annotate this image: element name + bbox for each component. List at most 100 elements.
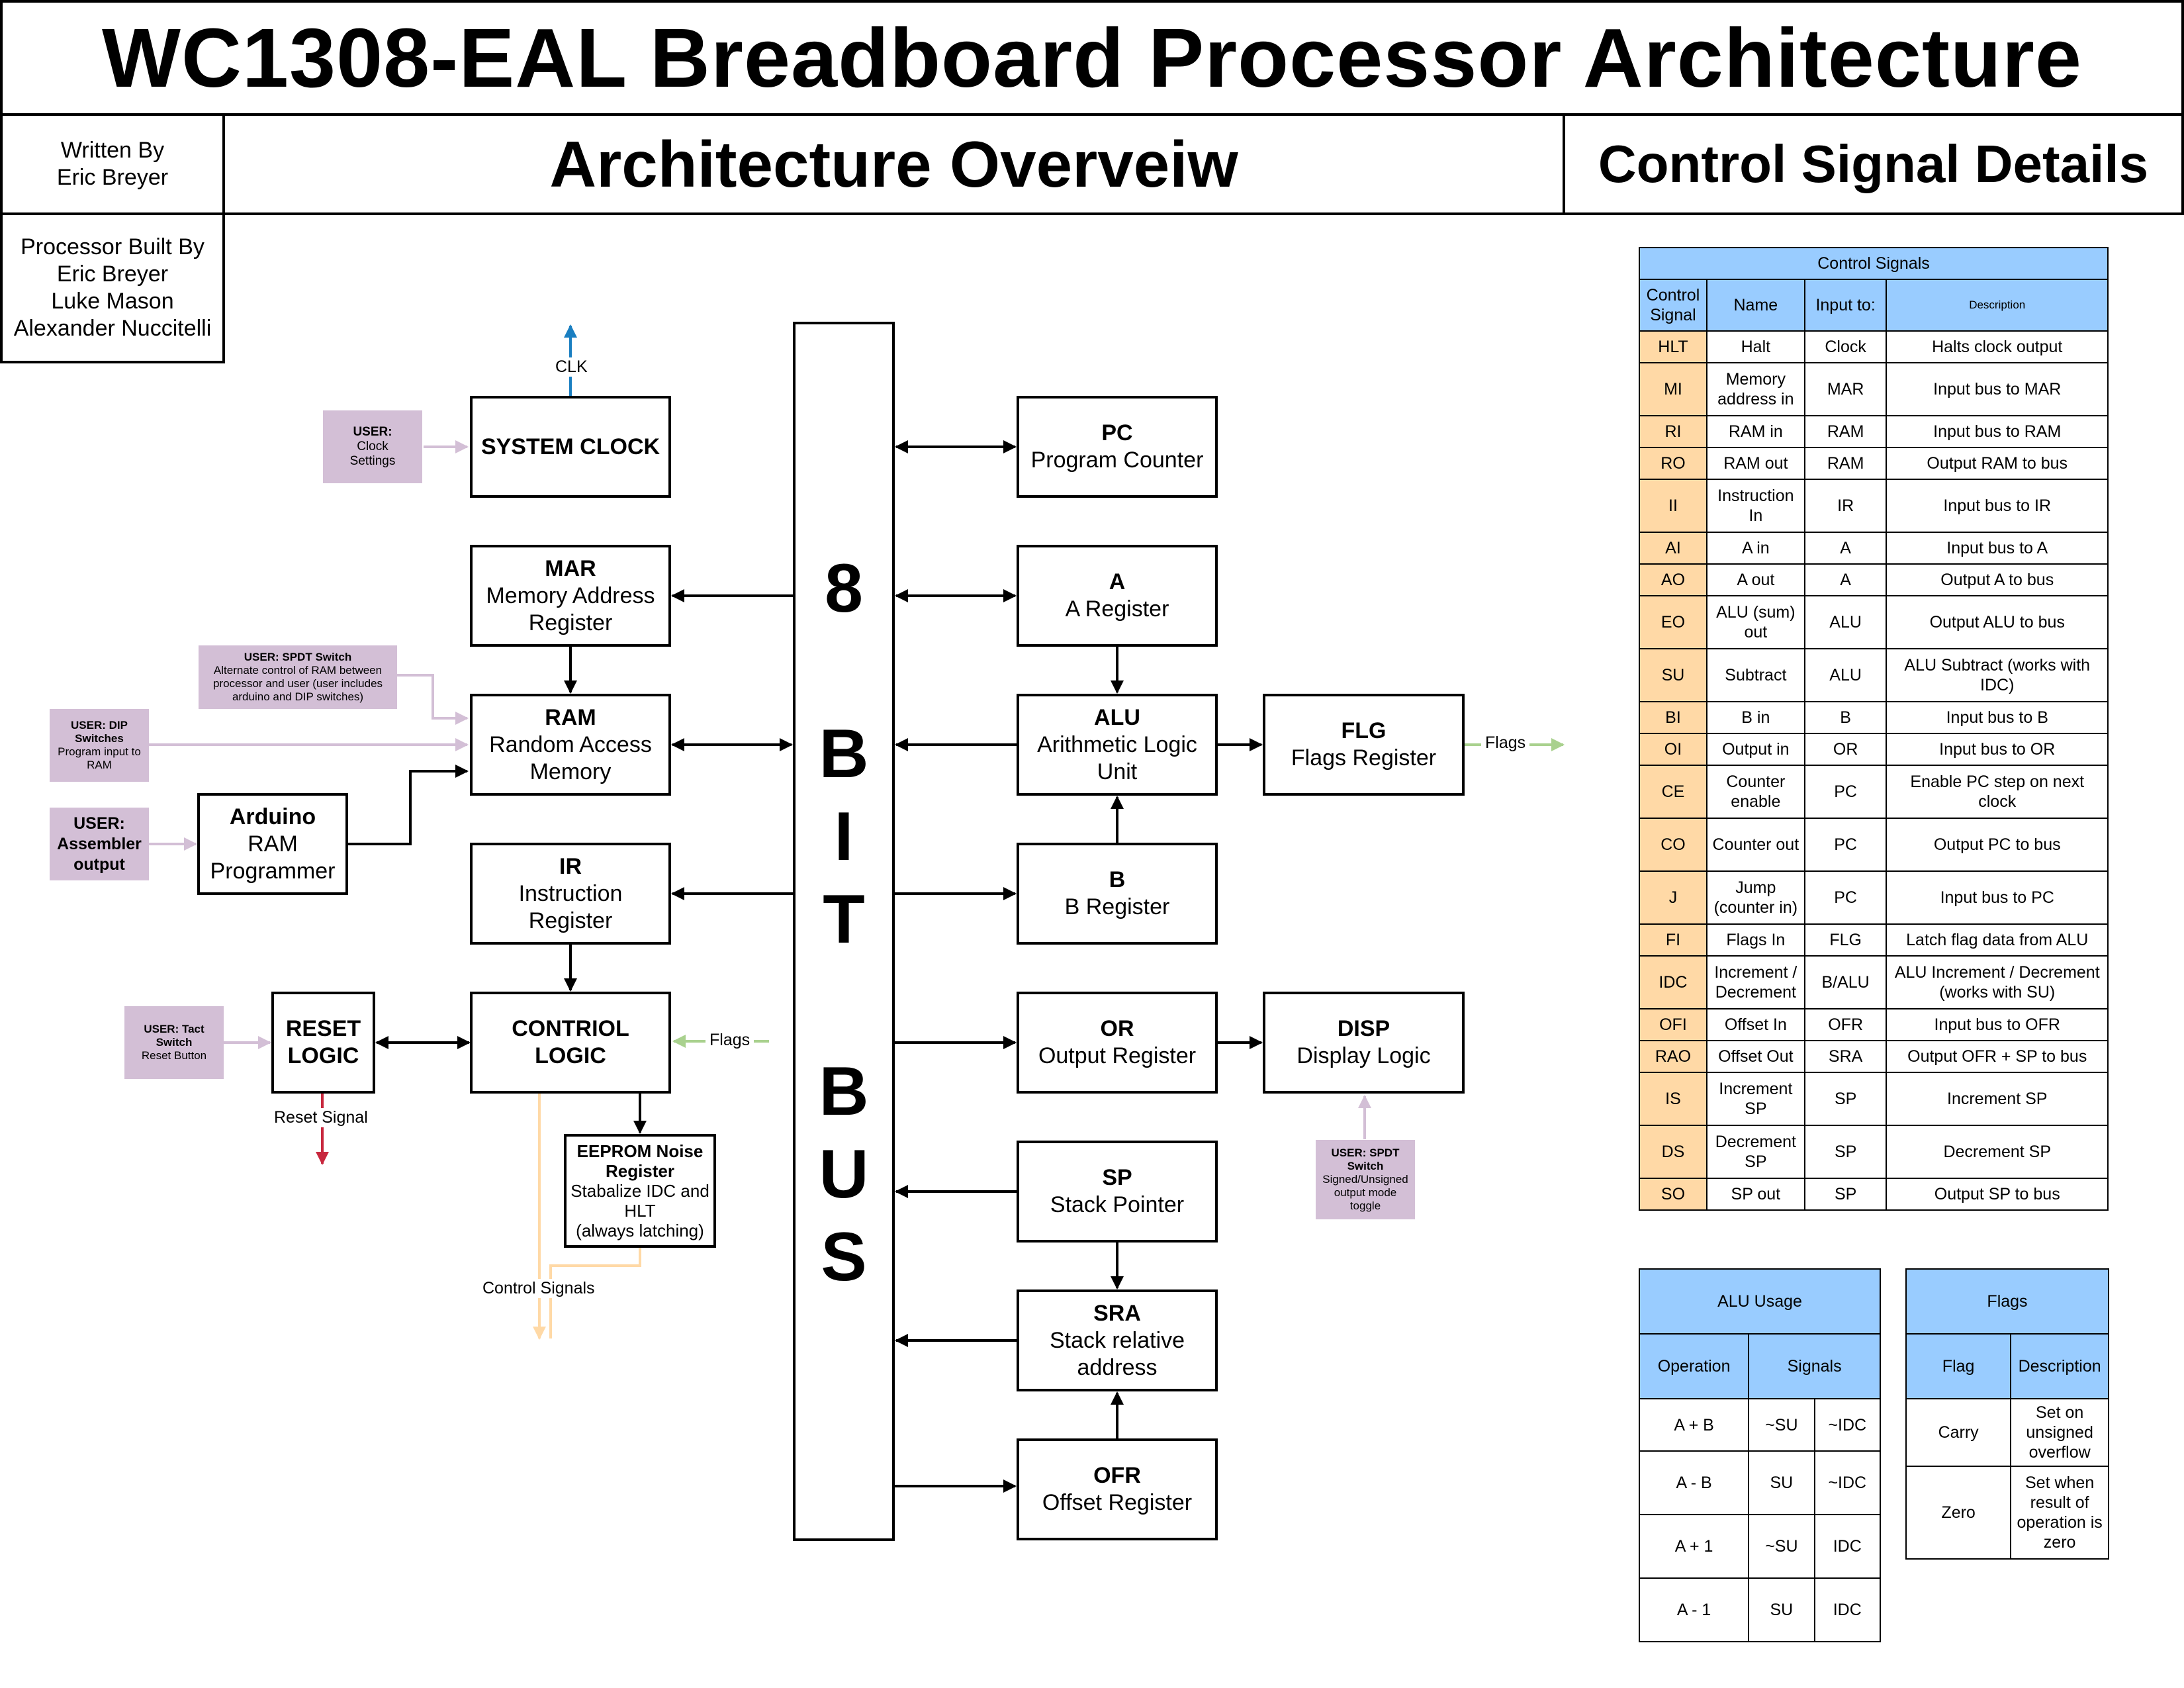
signal-target-cell: PC <box>1803 765 1888 819</box>
written-by-label: Written By <box>60 138 165 163</box>
bus-letter: T <box>823 881 865 958</box>
block-desc: Stack relative address <box>1049 1327 1185 1380</box>
signal-target-cell: B <box>1803 701 1888 734</box>
signal-code-cell: RAO <box>1639 1040 1707 1073</box>
signal-cell: IDC <box>1813 1577 1882 1642</box>
signal-code-cell: DS <box>1639 1125 1707 1179</box>
signal-description-cell: Input bus to OFR <box>1886 1008 2109 1041</box>
signal-target-cell: MAR <box>1803 362 1888 416</box>
column-header: Flag <box>1905 1333 2012 1399</box>
signal-name-cell: Memory address in <box>1706 362 1805 416</box>
user-dip-switches: USER: DIP Switches Program input to RAM <box>50 709 149 782</box>
signal-cell: ~IDC <box>1813 1398 1882 1452</box>
control-signals-label: Control Signals <box>478 1279 599 1298</box>
signal-code-cell: SO <box>1639 1178 1707 1211</box>
block-desc: Stabalize IDC and HLT <box>570 1181 709 1221</box>
signal-code-cell: OI <box>1639 733 1707 766</box>
signal-code-cell: MI <box>1639 362 1707 416</box>
user-desc: Program input to RAM <box>58 745 141 771</box>
user-title: USER: SPDT Switch <box>244 651 352 663</box>
block-name: SYSTEM CLOCK <box>480 434 660 459</box>
block-name: IR <box>559 853 582 879</box>
user-title: USER: SPDT Switch <box>1331 1147 1400 1172</box>
wire-arduino-ram <box>348 765 469 845</box>
wire-user-spdt-ram <box>397 674 469 725</box>
block-name: OR <box>1100 1016 1134 1041</box>
signal-name-cell: Halt <box>1706 330 1805 363</box>
built-by-label: Processor Built By <box>21 234 205 259</box>
user-desc: Reset Button <box>141 1049 207 1062</box>
flags-out-label: Flags <box>1481 733 1530 753</box>
signal-target-cell: FLG <box>1803 923 1888 957</box>
block-name: CONTRIOL LOGIC <box>512 1016 629 1068</box>
sp-block: SP Stack Pointer <box>1017 1141 1218 1243</box>
signal-description-cell: Enable PC step on next clock <box>1886 765 2109 819</box>
signal-code-cell: FI <box>1639 923 1707 957</box>
block-desc: Arithmetic Logic Unit <box>1037 731 1197 784</box>
signal-target-cell: SRA <box>1803 1040 1888 1073</box>
user-tact-switch: USER: Tact Switch Reset Button <box>124 1006 224 1079</box>
reset-signal-label: Reset Signal <box>270 1108 372 1127</box>
column-header: Control Signal <box>1639 279 1707 332</box>
flg-block: FLG Flags Register <box>1263 694 1465 796</box>
block-name: RESET LOGIC <box>285 1016 361 1068</box>
block-desc: B Register <box>1064 894 1170 919</box>
arduino-block: Arduino RAM Programmer <box>197 793 348 895</box>
signal-code-cell: AI <box>1639 532 1707 565</box>
details-frame: Control Signal Details <box>1563 113 2184 215</box>
signal-name-cell: Flags In <box>1706 923 1805 957</box>
user-clock-settings: USER: Clock Settings <box>323 410 422 483</box>
table-title: ALU Usage <box>1639 1268 1881 1335</box>
signal-code-cell: RI <box>1639 415 1707 448</box>
signal-cell: IDC <box>1813 1514 1882 1579</box>
user-title: USER: Assembler output <box>57 814 142 874</box>
signal-name-cell: Offset In <box>1706 1008 1805 1041</box>
signal-code-cell: BI <box>1639 701 1707 734</box>
eight-bit-bus: 8 B I T B U S <box>793 322 895 1541</box>
builder-name: Eric Breyer <box>56 261 169 287</box>
block-desc: Output Register <box>1038 1043 1197 1068</box>
block-desc: Random Access Memory <box>489 731 652 784</box>
signal-code-cell: HLT <box>1639 330 1707 363</box>
signal-target-cell: ALU <box>1803 648 1888 702</box>
block-name: DISP <box>1337 1016 1390 1041</box>
block-name: Arduino <box>229 804 316 829</box>
signal-name-cell: Offset Out <box>1706 1040 1805 1073</box>
flag-description-cell: Set when result of operation is zero <box>2010 1466 2109 1560</box>
block-desc: Offset Register <box>1042 1490 1193 1515</box>
block-name: SRA <box>1093 1300 1141 1326</box>
alu-block: ALU Arithmetic Logic Unit <box>1017 694 1218 796</box>
signal-name-cell: RAM out <box>1706 447 1805 480</box>
block-name: RAM <box>545 704 596 730</box>
mar-block: MAR Memory Address Register <box>470 545 671 647</box>
signal-description-cell: Output A to bus <box>1886 563 2109 596</box>
signal-target-cell: RAM <box>1803 415 1888 448</box>
builder-name: Alexander Nuccitelli <box>13 316 212 341</box>
column-header: Signals <box>1748 1333 1881 1399</box>
or-block: OR Output Register <box>1017 992 1218 1094</box>
signal-code-cell: SU <box>1639 648 1707 702</box>
block-desc: Display Logic <box>1297 1043 1431 1068</box>
overview-frame: Architecture Overveiw <box>222 113 1565 215</box>
signal-target-cell: RAM <box>1803 447 1888 480</box>
block-desc: RAM Programmer <box>210 831 336 884</box>
signal-name-cell: Counter enable <box>1706 765 1805 819</box>
bus-letter: S <box>821 1219 867 1295</box>
block-desc: Program Counter <box>1030 447 1204 473</box>
bus-letter: U <box>819 1136 869 1213</box>
signal-code-cell: J <box>1639 870 1707 925</box>
signal-cell: SU <box>1748 1450 1815 1515</box>
signal-code-cell: IS <box>1639 1072 1707 1126</box>
